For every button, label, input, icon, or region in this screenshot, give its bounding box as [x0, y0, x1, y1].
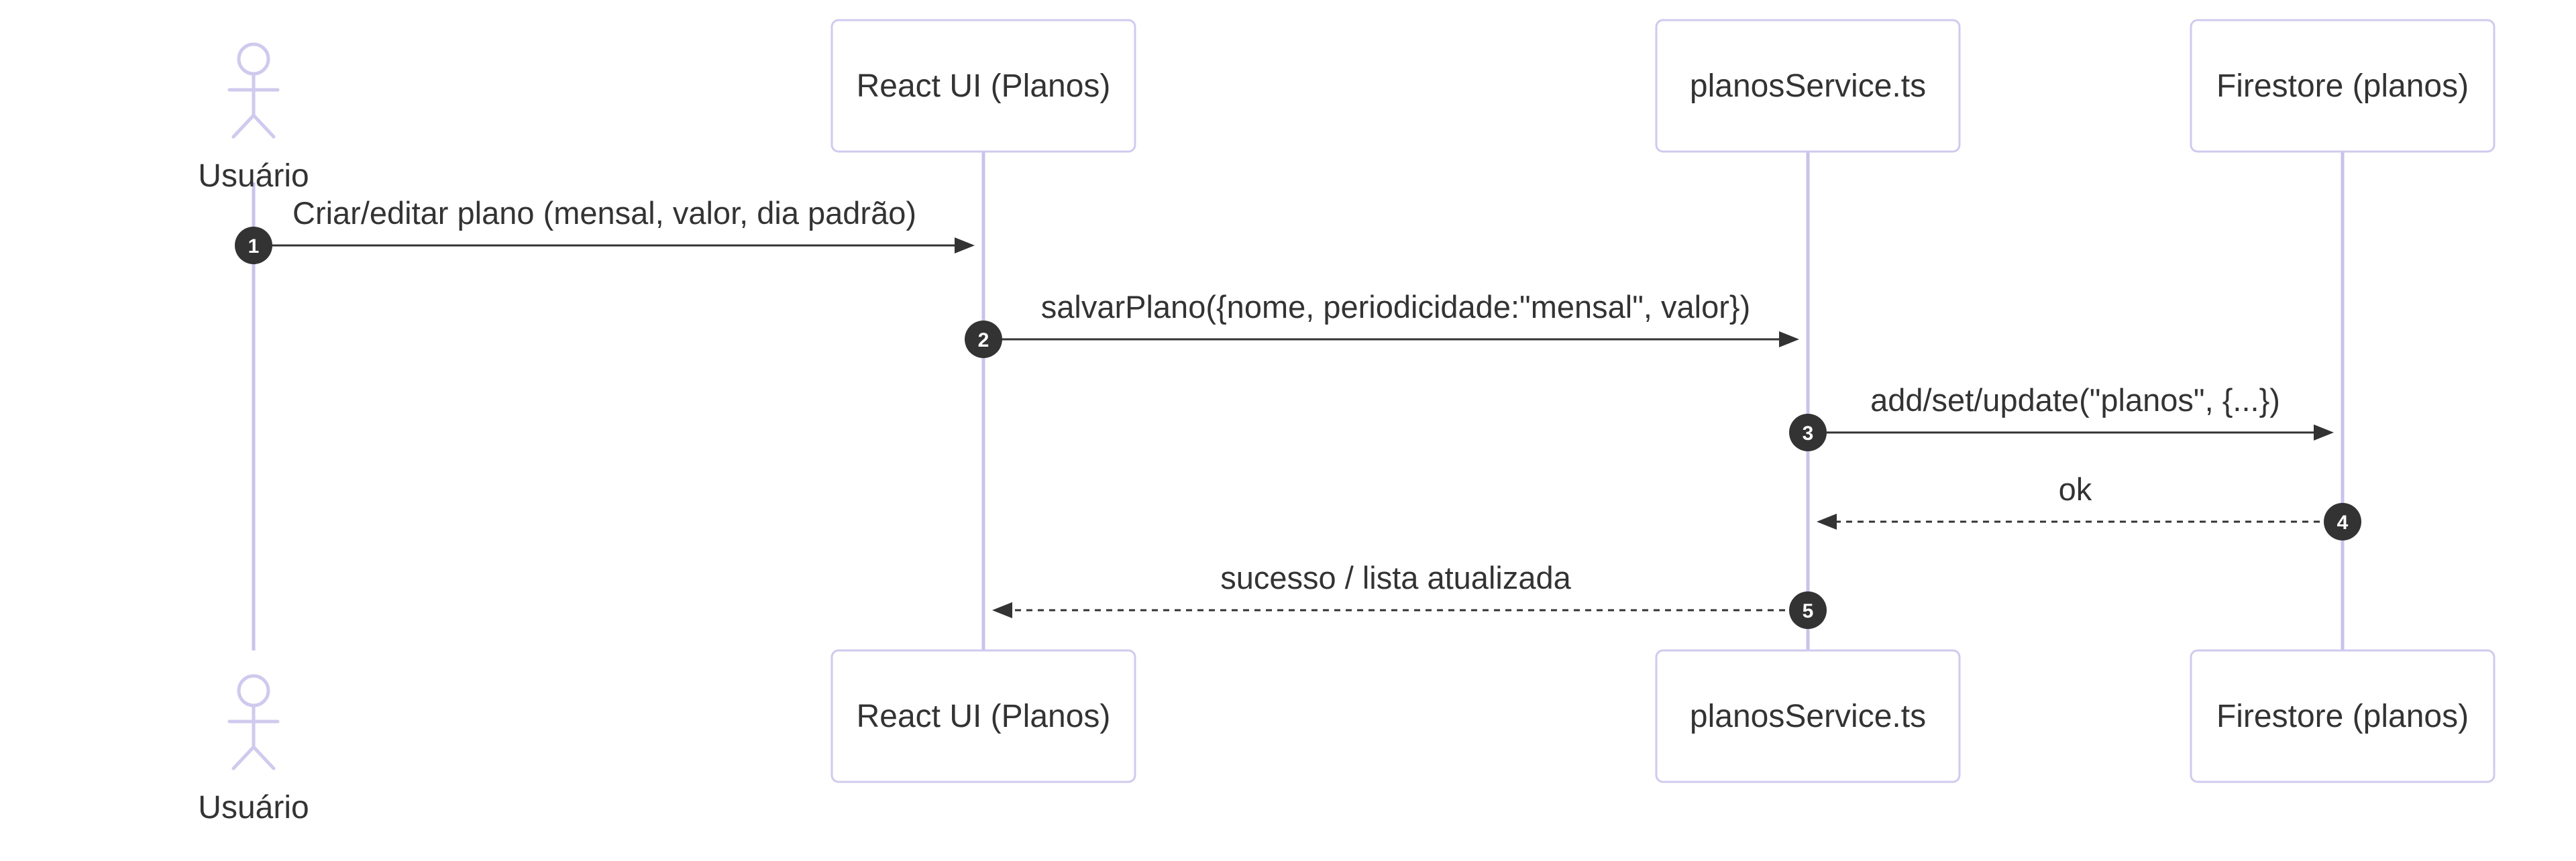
- lifelines: [252, 152, 2345, 650]
- message-label: salvarPlano({nome, periodicidade:"mensal…: [1041, 289, 1750, 325]
- actor-person-icon: [227, 674, 280, 770]
- participant-label: planosService.ts: [1690, 68, 1926, 104]
- sequence-badge: 2: [965, 321, 1002, 358]
- actor-top: Usuário: [198, 42, 309, 194]
- participant-service-top: planosService.ts: [1655, 19, 1961, 153]
- participant-label: planosService.ts: [1690, 699, 1926, 734]
- sequence-number: 2: [978, 329, 989, 351]
- participant-label: React UI (Planos): [857, 68, 1111, 104]
- arrowhead-icon: [2314, 424, 2334, 441]
- participant-box: [830, 19, 1136, 153]
- message-3: add/set/update("planos", {...}) 3: [1789, 382, 2334, 451]
- participant-label: Firestore (planos): [2216, 699, 2469, 734]
- actor-person-icon: [227, 42, 280, 139]
- sequence-badge: 3: [1789, 414, 1827, 451]
- participant-firestore-bottom: Firestore (planos): [2190, 649, 2496, 783]
- participant-label: Firestore (planos): [2216, 68, 2469, 104]
- message-1: Criar/editar plano (mensal, valor, dia p…: [235, 195, 975, 264]
- actor-bottom: Usuário: [198, 674, 309, 825]
- message-2: salvarPlano({nome, periodicidade:"mensal…: [965, 289, 1799, 358]
- participant-react-bottom: React UI (Planos): [830, 649, 1136, 783]
- message-label: sucesso / lista atualizada: [1220, 560, 1571, 595]
- sequence-number: 5: [1803, 600, 1814, 622]
- actor-label: Usuário: [198, 790, 309, 825]
- participant-label: React UI (Planos): [857, 699, 1111, 734]
- participant-service-bottom: planosService.ts: [1655, 649, 1961, 783]
- message-label: Criar/editar plano (mensal, valor, dia p…: [292, 195, 916, 231]
- sequence-badge: 4: [2324, 503, 2361, 540]
- message-label: add/set/update("planos", {...}): [1870, 382, 2280, 418]
- message-label: ok: [2059, 471, 2092, 507]
- participant-box: [2190, 649, 2496, 783]
- participant-box: [1655, 649, 1961, 783]
- participant-box: [1655, 19, 1961, 153]
- participant-box: [2190, 19, 2496, 153]
- participant-firestore-top: Firestore (planos): [2190, 19, 2496, 153]
- sequence-number: 1: [248, 235, 260, 257]
- message-4: ok 4: [1817, 471, 2361, 540]
- arrowhead-icon: [1779, 331, 1799, 347]
- sequence-badge: 5: [1789, 591, 1827, 629]
- arrowhead-icon: [955, 237, 975, 253]
- participant-box: [830, 649, 1136, 783]
- arrowhead-icon: [1817, 514, 1837, 530]
- message-5: sucesso / lista atualizada 5: [992, 560, 1827, 629]
- sequence-badge: 1: [235, 227, 272, 264]
- actor-label: Usuário: [198, 158, 309, 194]
- arrowhead-icon: [992, 602, 1012, 618]
- sequence-number: 3: [1803, 422, 1814, 445]
- messages: Criar/editar plano (mensal, valor, dia p…: [235, 195, 2361, 629]
- participant-react-top: React UI (Planos): [830, 19, 1136, 153]
- sequence-number: 4: [2337, 512, 2349, 534]
